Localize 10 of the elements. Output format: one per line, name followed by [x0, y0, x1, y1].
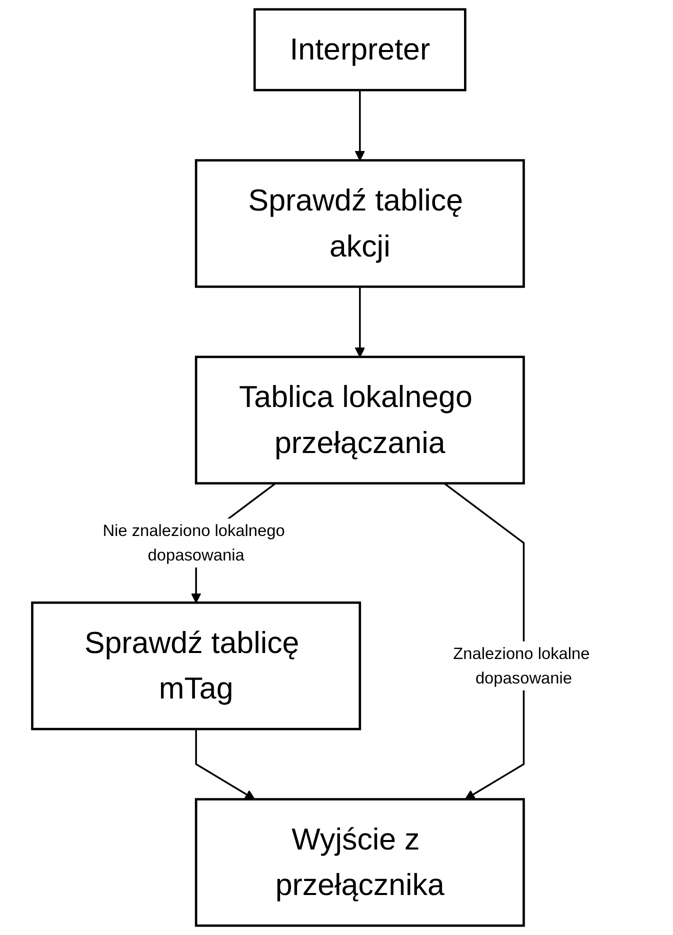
- node-box: Wyjście z przełącznika: [194, 798, 525, 927]
- node-box: Sprawdź tablicę mTag: [31, 602, 362, 730]
- arrow: [195, 729, 256, 800]
- node-box: Sprawdź tablicę akcji: [194, 159, 525, 288]
- edge-label: Nie znaleziono lokalnego dopasowania: [102, 520, 285, 564]
- arrow: [354, 90, 366, 161]
- edge-label: Znaleziono lokalne dopasowanie: [453, 644, 590, 687]
- node-box: Interpreter: [253, 8, 466, 92]
- node-box: Tablica lokalnego przełączania: [194, 356, 525, 484]
- arrow: [354, 286, 366, 358]
